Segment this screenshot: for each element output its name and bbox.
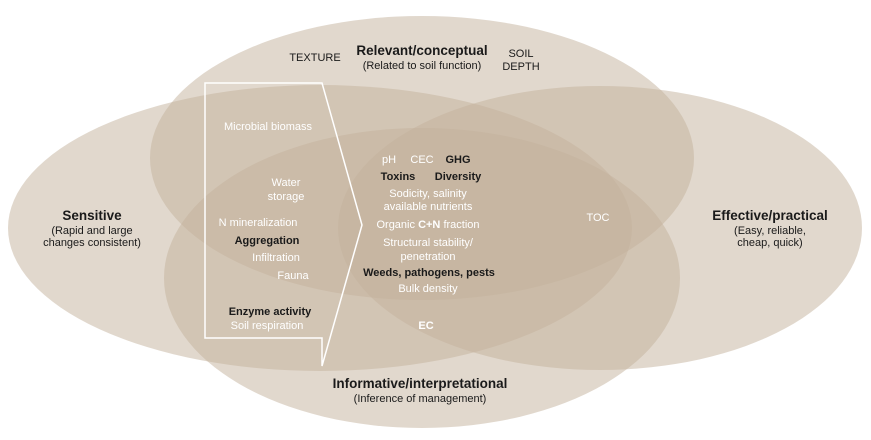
indicator-enzyme-activity: Enzyme activity	[229, 306, 312, 318]
indicator-weeds: Weeds, pathogens, pests	[363, 267, 495, 279]
indicator-texture: TEXTURE	[289, 52, 340, 64]
effective-subtitle-line1: (Easy, reliable,	[734, 225, 806, 237]
indicator-cec: CEC	[410, 154, 433, 166]
indicator-water: Water	[272, 177, 301, 189]
informative-subtitle: (Inference of management)	[354, 393, 487, 405]
indicator-available-nutrients: available nutrients	[384, 201, 473, 213]
sensitive-title: Sensitive	[62, 208, 122, 223]
sensitive-subtitle-line1: (Rapid and large	[51, 225, 132, 237]
indicator-organic-cn-fraction: Organic C+N fraction	[376, 219, 479, 231]
indicator-microbial-biomass: Microbial biomass	[224, 121, 313, 133]
indicator-diversity: Diversity	[435, 171, 482, 183]
indicator-n-mineralization: N mineralization	[219, 217, 298, 229]
indicator-aggregation: Aggregation	[235, 235, 300, 247]
indicator-soil-respiration: Soil respiration	[231, 320, 304, 332]
indicator-toxins: Toxins	[381, 171, 416, 183]
indicator-fauna: Fauna	[277, 270, 309, 282]
indicator-soil: SOIL	[508, 48, 533, 60]
sensitive-subtitle-line2: changes consistent)	[43, 237, 141, 249]
relevant-subtitle: (Related to soil function)	[363, 60, 482, 72]
informative-title: Informative/interpretational	[333, 376, 508, 391]
indicator-bulk-density: Bulk density	[398, 283, 458, 295]
indicator-fraction: fraction	[443, 219, 479, 231]
relevant-title: Relevant/conceptual	[356, 43, 487, 58]
set-ellipses	[8, 16, 862, 428]
indicator-ghg: GHG	[445, 154, 470, 166]
indicator-infiltration: Infiltration	[252, 252, 300, 264]
indicator-sodicity: Sodicity, salinity	[389, 188, 467, 200]
indicator-storage: storage	[268, 191, 305, 203]
indicator-ec: EC	[418, 320, 433, 332]
indicator-labels: TEXTURE SOIL DEPTH Microbial biomass Wat…	[219, 48, 610, 332]
indicator-organic: Organic	[376, 219, 415, 231]
indicator-structural-stability: Structural stability/	[383, 237, 474, 249]
set-labels: Relevant/conceptual (Related to soil fun…	[43, 43, 828, 405]
effective-title: Effective/practical	[712, 208, 828, 223]
indicator-penetration: penetration	[400, 251, 455, 263]
effective-subtitle-line2: cheap, quick)	[737, 237, 802, 249]
indicator-depth: DEPTH	[502, 61, 539, 73]
indicator-cn: C+N	[418, 219, 440, 231]
ellipse-informative	[164, 128, 680, 428]
indicator-toc: TOC	[586, 212, 609, 224]
indicator-ph: pH	[382, 154, 396, 166]
sensitive-bracket	[204, 82, 363, 367]
